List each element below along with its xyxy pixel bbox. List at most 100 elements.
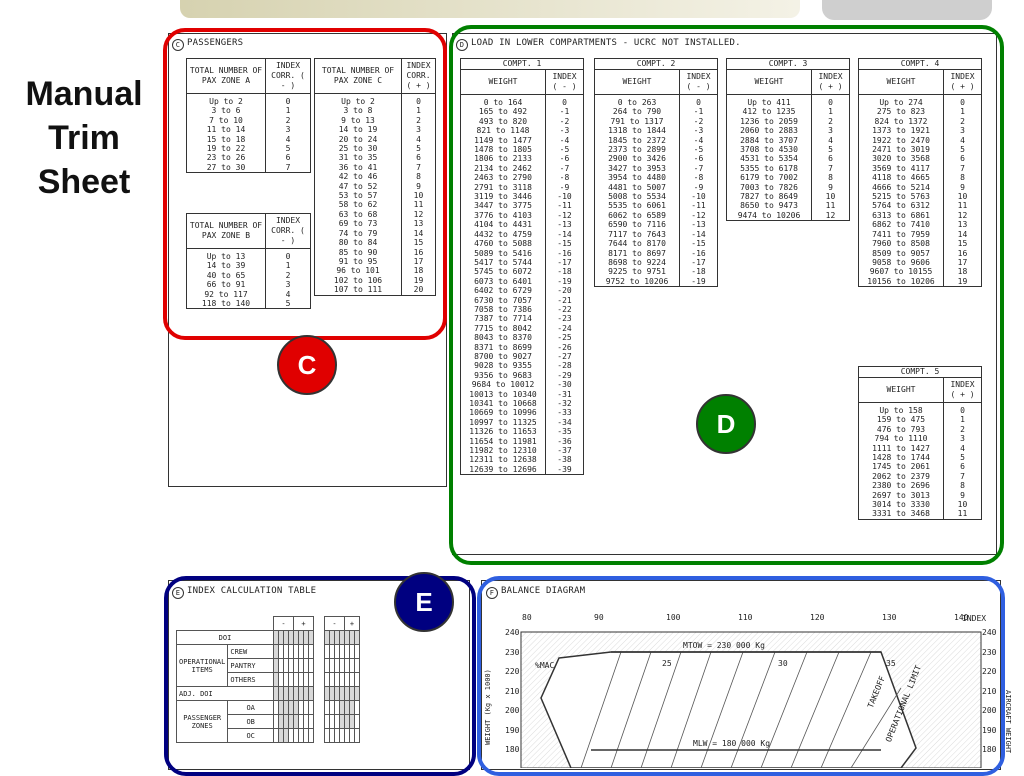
mlw-label: MLW = 180 000 Kg [693, 739, 771, 748]
table-cell: 107 to 111 [333, 285, 383, 295]
table-cell: 3 [416, 125, 421, 135]
table-cell: 4104 to 4431 [474, 220, 532, 230]
index-axis-label: INDEX [962, 614, 987, 623]
table-cell: -28 [557, 361, 572, 371]
index-tick-label: 80 [522, 613, 532, 622]
table-cell: 6062 to 6589 [608, 210, 666, 220]
table-cell: 6313 to 6861 [872, 210, 930, 220]
table-cell: 11 [413, 200, 424, 210]
table-cell: 8698 to 9224 [608, 257, 666, 267]
table-cell: 12 [825, 210, 836, 220]
table-cell: -16 [691, 248, 706, 258]
weight-tick-label: 240 [505, 628, 520, 637]
table-cell: 1149 to 1477 [474, 135, 532, 145]
index-calc-grid: - + - + DOI OPERATIONAL ITEMS CREW PANTR… [175, 616, 360, 743]
table-cell: -27 [557, 351, 572, 361]
table-cell: 5355 to 6178 [740, 163, 798, 173]
table-cell: 7 to 10 [209, 115, 243, 125]
compt1-index-header: INDEX ( - ) [545, 69, 584, 95]
table-cell: -34 [557, 417, 572, 427]
table-cell: 11 [825, 201, 836, 211]
table-cell: 20 to 24 [338, 134, 378, 144]
table-cell: -3 [559, 126, 570, 136]
table-cell: 20 [413, 285, 424, 295]
table-cell: 31 to 35 [338, 153, 378, 163]
table-cell: 1236 to 2059 [740, 116, 798, 126]
table-cell: 1478 to 1805 [474, 145, 532, 155]
table-cell: 159 to 475 [876, 415, 926, 425]
table-cell: 0 to 164 [483, 98, 523, 107]
compt5-index-header: INDEX ( + ) [943, 377, 982, 403]
table-cell: -31 [557, 389, 572, 399]
index-tick-label: 110 [738, 613, 753, 622]
table-cell: 11 [957, 509, 968, 519]
table-cell: 9684 to 10012 [471, 380, 535, 390]
table-cell: -6 [693, 154, 704, 164]
table-cell: -4 [693, 135, 704, 145]
table-cell: 5215 to 5763 [872, 192, 930, 202]
table-cell: -13 [557, 220, 572, 230]
table-cell: 8700 to 9027 [474, 351, 532, 361]
table-cell: -26 [557, 342, 572, 352]
table-cell: 2791 to 3118 [474, 182, 532, 192]
table-cell: 3020 to 3568 [872, 154, 930, 164]
table-cell: 493 to 820 [478, 116, 528, 126]
zone-c-header-index: INDEX CORR. ( + ) [401, 58, 436, 94]
table-cell: 2463 to 2790 [474, 173, 532, 183]
slide-title-line: Sheet [37, 163, 131, 201]
table-cell: -18 [557, 267, 572, 277]
zone-b-header-pax: TOTAL NUMBER OF PAX ZONE B [186, 213, 266, 249]
table-cell: 2373 to 2899 [608, 145, 666, 155]
table-cell: 19 to 22 [206, 144, 246, 154]
zone-a-header-index: INDEX CORR. ( - ) [265, 58, 311, 94]
table-cell: 6 [828, 154, 833, 164]
table-cell: 36 to 41 [338, 162, 378, 172]
mac-value-35: 35 [886, 659, 896, 668]
table-cell: 6590 to 7116 [608, 220, 666, 230]
weight-tick-label: 210 [505, 686, 520, 696]
table-cell: 5417 to 5744 [474, 257, 532, 267]
table-cell: 10341 to 10668 [469, 399, 537, 408]
table-cell: 821 to 1148 [476, 126, 530, 136]
table-cell: 8043 to 8370 [474, 333, 532, 343]
table-cell: 7387 to 7714 [474, 314, 532, 324]
table-cell: 1373 to 1921 [872, 126, 930, 136]
table-cell: 27 to 30 [206, 162, 246, 172]
table-cell: 13 [413, 219, 424, 229]
slide-title: Manual Trim Sheet [8, 72, 160, 204]
table-cell: 2 [828, 116, 833, 126]
table-cell: 19 [957, 276, 968, 286]
table-cell: 0 [562, 98, 567, 107]
table-cell: 118 to 140 [201, 299, 251, 309]
table-cell: 7715 to 8042 [474, 323, 532, 333]
table-cell: 4 [828, 135, 833, 145]
table-cell: 6730 to 7057 [474, 295, 532, 305]
table-cell: -7 [693, 163, 704, 173]
table-cell: 0 [285, 97, 291, 106]
table-cell: 85 to 90 [338, 247, 378, 257]
table-cell: 12 [413, 209, 424, 219]
table-cell: 11 to 14 [206, 125, 246, 135]
table-cell: -6 [559, 154, 570, 164]
table-cell: 4 [416, 134, 421, 144]
table-cell: 69 to 73 [338, 219, 378, 229]
table-cell: 275 to 823 [876, 107, 926, 117]
table-cell: 16 [413, 247, 424, 257]
table-cell: 53 to 57 [338, 191, 378, 201]
table-cell: 0 [696, 98, 701, 107]
table-cell: 3331 to 3468 [872, 509, 930, 519]
table-cell: 6 [960, 154, 965, 164]
table-cell: 9474 to 10206 [737, 210, 801, 220]
table-cell: 11982 to 12310 [469, 446, 537, 456]
table-cell: 13 [957, 220, 968, 230]
table-cell: 16 [957, 248, 968, 258]
table-cell: 1 [960, 107, 965, 117]
weight-tick-label: 220 [982, 667, 997, 676]
slide-title-line: Manual [25, 75, 143, 113]
table-cell: 1 [285, 261, 291, 271]
table-cell: 3 to 6 [211, 106, 241, 116]
callout-balance-outline [477, 576, 1005, 776]
mac-label: %MAC [535, 661, 555, 670]
